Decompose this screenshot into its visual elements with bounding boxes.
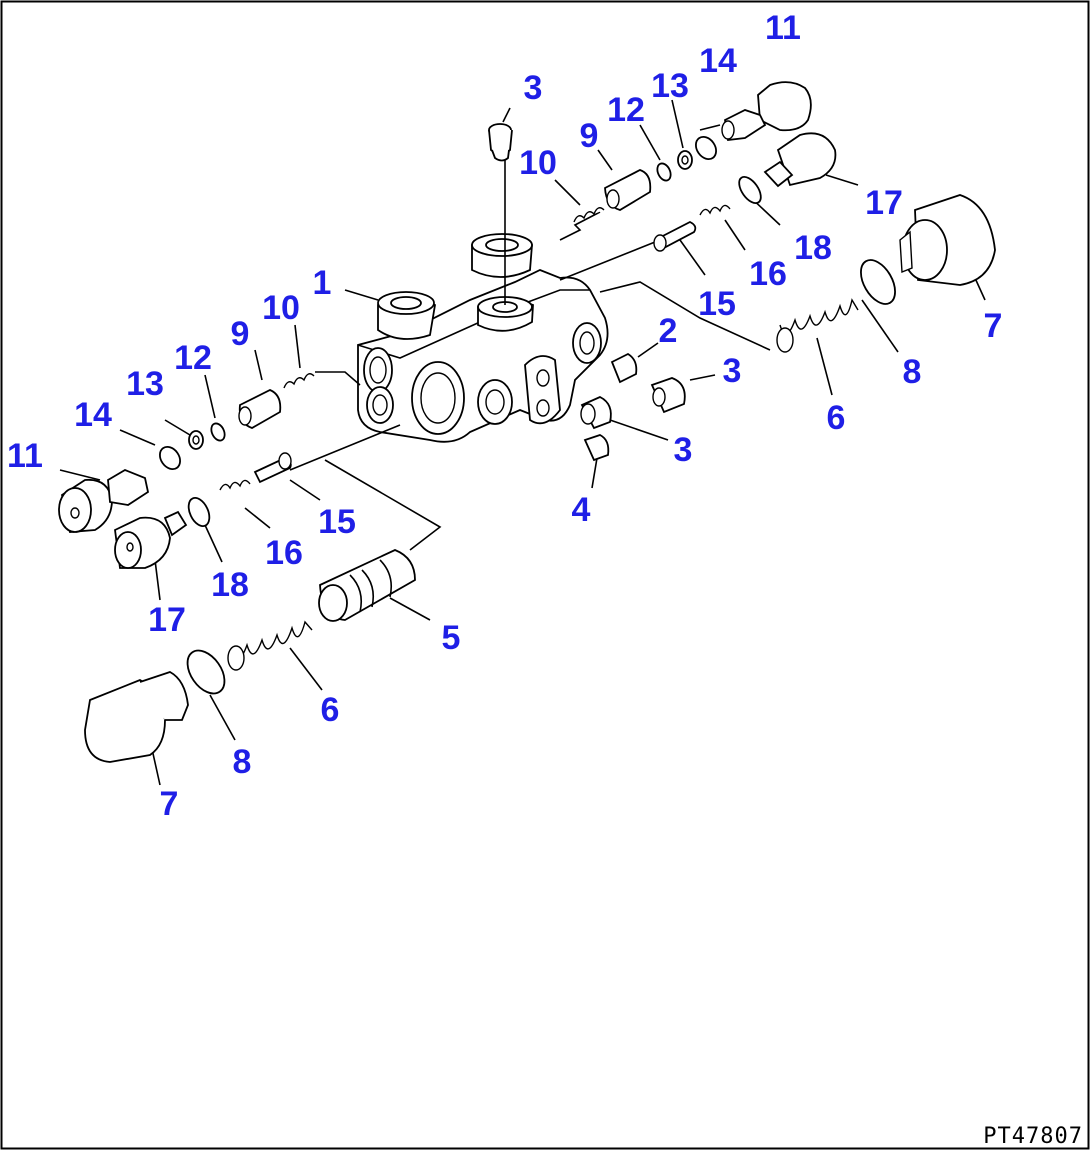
callout-label: 11 (765, 9, 801, 47)
callout-label: 7 (160, 785, 179, 823)
callout-label: 3 (524, 69, 543, 107)
callout-label: 16 (265, 534, 303, 572)
callout-label: 2 (659, 312, 678, 350)
lower-left-parts (58, 373, 416, 763)
callout-label: 12 (174, 339, 212, 377)
drawing-code: PT47807 (983, 1124, 1083, 1149)
callout-label: 17 (865, 184, 903, 222)
callout-label: 1 (313, 264, 332, 302)
callout-label: 10 (519, 144, 557, 182)
callout-label: 6 (321, 691, 340, 729)
callout-label: 11 (7, 437, 43, 475)
leader-lines (59, 87, 986, 786)
callout-label: 16 (749, 255, 787, 293)
callout-label: 3 (723, 352, 742, 390)
callout-label: 10 (262, 289, 300, 327)
callout-label: 7 (984, 307, 1003, 345)
upper-right-parts (488, 81, 996, 462)
callout-label: 4 (572, 491, 591, 529)
callout-label: 18 (211, 566, 249, 604)
callout-label: 9 (231, 315, 250, 353)
callout-label: 14 (74, 396, 112, 434)
callout-label: 15 (698, 285, 736, 323)
callout-label: 15 (318, 503, 356, 541)
callout-label: 12 (607, 91, 645, 129)
callout-labels: 1131413129101718161511091213141123786341… (7, 9, 1002, 823)
callout-label: 18 (794, 229, 832, 267)
valve-body (357, 233, 609, 443)
callout-label: 5 (442, 619, 461, 657)
callout-label: 9 (580, 117, 599, 155)
callout-label: 8 (233, 743, 252, 781)
callout-label: 6 (827, 399, 846, 437)
callout-label: 13 (126, 365, 164, 403)
callout-label: 8 (903, 353, 922, 391)
callout-label: 17 (148, 601, 186, 639)
callout-label: 14 (699, 42, 737, 80)
callout-label: 13 (651, 67, 689, 105)
callout-label: 3 (674, 431, 693, 469)
